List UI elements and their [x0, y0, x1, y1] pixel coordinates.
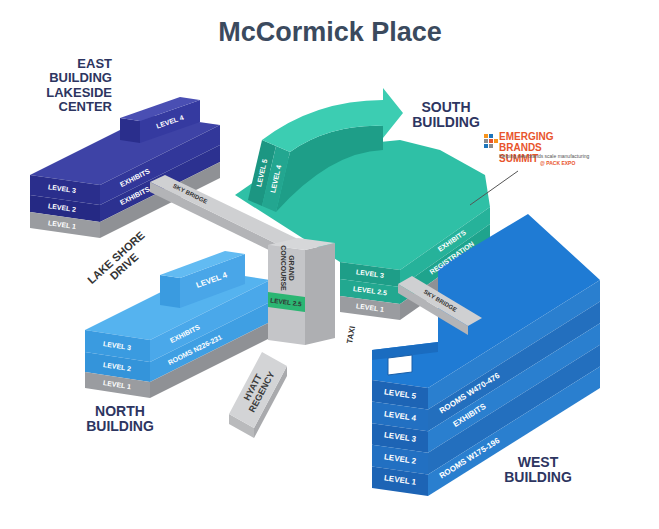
building-name: EAST BUILDING LAKESIDE CENTER	[32, 57, 112, 114]
level-label: LEVEL 3	[383, 432, 416, 445]
taxi-label: TAXI	[346, 326, 358, 345]
area-label: SKY BRIDGE	[172, 183, 208, 205]
building: WEST BUILDING LEVEL 5 LEVEL 4 LEVEL 3 LEVEL …	[365, 205, 605, 505]
level-label: LEVEL 1	[355, 302, 384, 313]
area-label: GRAND CONCOURSE	[279, 245, 294, 291]
building-name: NORTH BUILDING	[78, 404, 162, 435]
level-label: LEVEL 2	[47, 202, 76, 214]
building: EAST BUILDING LAKESIDE CENTER LEVEL 4 LEVE…	[25, 55, 225, 245]
level-label: LEVEL 3	[102, 340, 131, 352]
level-label: LEVEL 1	[47, 219, 76, 231]
building: SOUTH BUILDINGLEVEL 5LEVEL 4EXHIBITSREGI…	[230, 80, 495, 325]
level-label: LEVEL 5	[383, 388, 416, 401]
level-label: LEVEL 4	[383, 410, 416, 423]
level-label: LEVEL 4	[155, 114, 184, 130]
event-logo-title: EMERGING BRANDS SUMMIT	[499, 131, 583, 164]
area-label: HYATT REGENCY	[235, 358, 282, 422]
level-label: LEVEL 2	[383, 453, 416, 466]
level-label: LEVEL 4	[269, 164, 283, 193]
level-label: LEVEL 3	[355, 268, 384, 279]
building-name: SOUTH BUILDING	[408, 100, 484, 131]
area-label: SKY BRIDGE	[422, 289, 457, 314]
level-label: LEVEL 3	[47, 183, 76, 195]
level-label: LEVEL 4	[195, 271, 228, 290]
grand-concourse: GRAND CONCOURSE LEVEL 2.5	[265, 235, 340, 350]
building-name: WEST BUILDING	[496, 455, 580, 486]
level-label: EXHIBITS	[119, 167, 151, 188]
hotel-building: HYATT REGENCY	[225, 345, 290, 445]
event-subtitle: @ PACK EXPO	[540, 161, 575, 167]
street-label: LAKE SHORE DRIVE	[83, 227, 157, 297]
level-label: LEVEL 1	[383, 475, 416, 488]
event-tagline: Helping new brands scale manufacturing	[499, 154, 589, 160]
level-label: LEVEL 1	[102, 379, 131, 391]
sky-bridge: SKY BRIDGE	[395, 270, 485, 340]
level-label: EXHIBITS	[119, 185, 151, 206]
map-title: McCormick Place	[218, 18, 442, 48]
level-label: LEVEL 2.5	[353, 285, 388, 297]
level-label: EXHIBITS	[169, 323, 201, 344]
area-label: LEVEL 2.5	[270, 297, 302, 308]
level-label: LEVEL 5	[255, 158, 269, 187]
level-label: LEVEL 2	[102, 361, 131, 373]
level-label: ROOMS W175-196	[438, 437, 501, 481]
